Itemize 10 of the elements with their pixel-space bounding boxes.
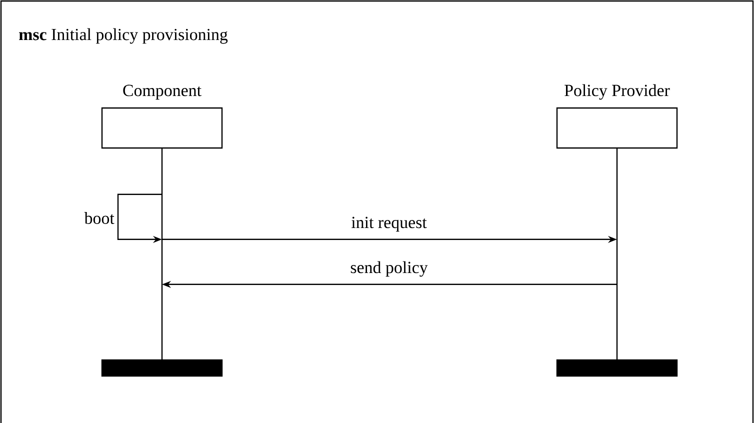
node-label: Component — [123, 84, 202, 100]
instance-end-bar — [556, 359, 678, 377]
edge-label: send policy — [349, 260, 429, 278]
instance-box: Component — [101, 84, 223, 149]
instance-box: Policy Provider — [556, 84, 678, 149]
instance-end-bar — [101, 359, 223, 377]
node-label: Policy Provider — [564, 84, 670, 100]
edge-label: boot — [83, 211, 116, 225]
edge-label: init request — [350, 216, 428, 233]
frame-title: msc Initial policy provisioning — [19, 28, 228, 44]
